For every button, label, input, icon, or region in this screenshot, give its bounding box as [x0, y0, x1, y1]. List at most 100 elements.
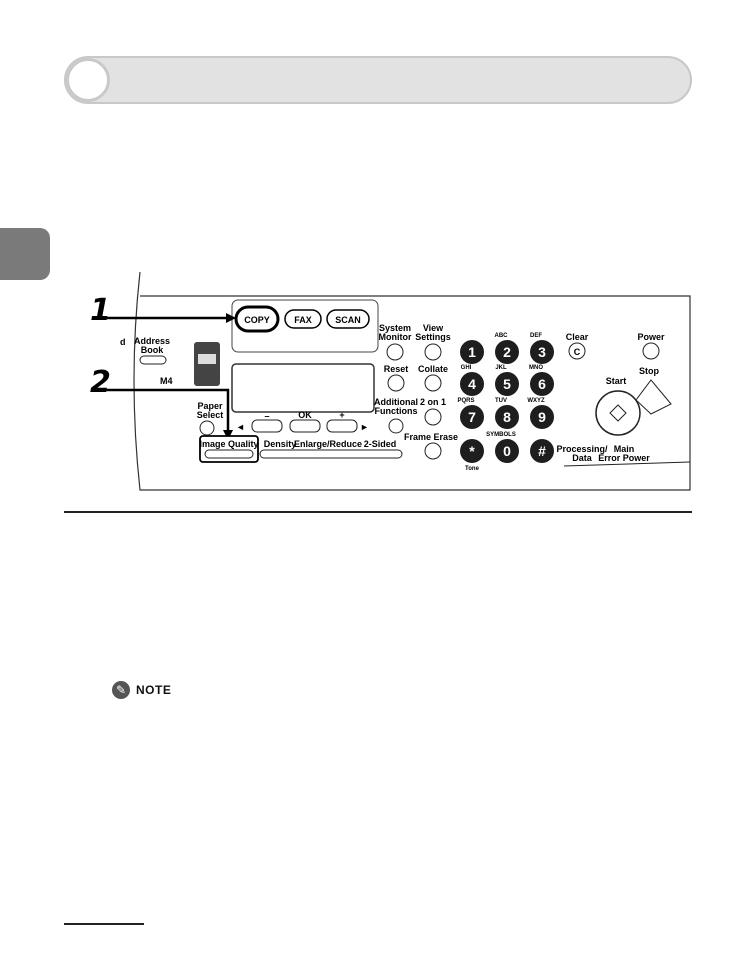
fax-button: FAX	[294, 315, 312, 325]
keypad-key-6[interactable]	[530, 372, 554, 396]
footer-rule	[64, 923, 144, 925]
keypad-letters: JKL	[495, 365, 507, 371]
keypad-key-#[interactable]	[530, 439, 554, 463]
keypad-digit: 4	[468, 376, 476, 392]
two-sided-label: 2-Sided	[364, 439, 397, 449]
svg-text:Book: Book	[141, 345, 164, 355]
keypad-letters: TUV	[495, 398, 507, 404]
paper-select-button	[199, 420, 215, 436]
keypad-letters: PQRS	[457, 398, 474, 404]
ok-button	[289, 419, 321, 433]
note-callout: ✎ NOTE	[112, 680, 171, 700]
keypad-letters: SYMBOLS	[486, 432, 516, 438]
density-label: Density	[264, 439, 297, 449]
image-quality-label: Image Quality	[199, 439, 258, 449]
keypad-digit: 5	[503, 376, 511, 392]
pencil-icon: ✎	[112, 681, 130, 699]
keypad-key-0[interactable]	[495, 439, 519, 463]
two-on-one-button	[424, 408, 442, 426]
keypad-key-1[interactable]	[460, 340, 484, 364]
note-label: NOTE	[136, 683, 172, 697]
svg-text:Paper: Paper	[197, 401, 223, 411]
svg-text:Processing/: Processing/	[556, 444, 608, 454]
keypad-key-8[interactable]	[495, 405, 519, 429]
reset-label: Reset	[384, 364, 409, 374]
step-2-arrow	[98, 388, 230, 432]
keypad-letters: DEF	[530, 333, 542, 339]
minus-button	[251, 419, 283, 433]
svg-text:Additional: Additional	[374, 397, 418, 407]
partial-label: d	[120, 337, 126, 347]
system-monitor-button	[386, 343, 404, 361]
svg-text:OK: OK	[298, 410, 312, 420]
svg-text:Address: Address	[134, 336, 170, 346]
keypad-digit: 6	[538, 376, 546, 392]
m4-label: M4	[160, 376, 173, 386]
keypad-key-9[interactable]	[530, 405, 554, 429]
collate-button	[424, 374, 442, 392]
nav-left-icon: ◄	[236, 422, 245, 432]
keypad-digit: 8	[503, 409, 511, 425]
nav-right-icon: ►	[360, 422, 369, 432]
scan-button: SCAN	[335, 315, 361, 325]
keypad-key-5[interactable]	[495, 372, 519, 396]
chapter-tab	[0, 228, 50, 280]
keypad-digit: 3	[538, 344, 546, 360]
enlarge-reduce-label: Enlarge/Reduce	[294, 439, 362, 449]
stop-label: Stop	[639, 366, 659, 376]
keypad-key-4[interactable]	[460, 372, 484, 396]
stop-button	[635, 379, 672, 415]
keypad-key-*[interactable]	[460, 439, 484, 463]
keypad-digit: 9	[538, 409, 546, 425]
start-label: Start	[606, 376, 627, 386]
section-heading-bar	[64, 56, 692, 104]
svg-text:Main: Main	[614, 444, 635, 454]
two-on-one-label: 2 on 1	[420, 397, 446, 407]
clear-label: Clear	[566, 332, 589, 342]
section-divider	[64, 511, 692, 513]
svg-text:C: C	[574, 347, 581, 357]
step-2-number: 2	[90, 365, 111, 400]
function-button-bar	[259, 449, 403, 459]
clear-button	[568, 342, 586, 360]
keypad-letters: GHI	[461, 365, 472, 371]
lcd-display	[231, 363, 375, 413]
svg-text:Data: Data	[572, 453, 593, 463]
image-quality-button	[204, 449, 254, 459]
keypad-letters: Tone	[465, 466, 480, 472]
start-button	[595, 390, 641, 436]
svg-text:Functions: Functions	[375, 406, 418, 416]
svg-text:View: View	[423, 323, 444, 333]
keypad-key-7[interactable]	[460, 405, 484, 429]
keypad-letters: WXYZ	[527, 398, 545, 404]
svg-text:–: –	[264, 411, 269, 421]
keypad-letters: MNO	[529, 365, 543, 371]
svg-text:Error Power: Error Power	[598, 453, 650, 463]
keypad-digit: *	[469, 443, 475, 459]
keypad-key-2[interactable]	[495, 340, 519, 364]
keypad-key-3[interactable]	[530, 340, 554, 364]
view-settings-button	[424, 343, 442, 361]
keypad-letters: ABC	[495, 333, 509, 339]
keypad-digit: #	[538, 443, 546, 459]
address-book-button	[139, 355, 167, 365]
power-button	[642, 342, 660, 360]
additional-functions-button	[388, 418, 404, 434]
svg-text:Monitor: Monitor	[379, 332, 412, 342]
keypad-digit: 1	[468, 344, 476, 360]
svg-text:Select: Select	[197, 410, 224, 420]
keypad-digit: 0	[503, 443, 511, 459]
section-heading-circle	[66, 58, 110, 102]
copy-button: COPY	[244, 315, 270, 325]
collate-label: Collate	[418, 364, 448, 374]
power-label: Power	[637, 332, 665, 342]
reset-button	[387, 374, 405, 392]
frame-erase-label: Frame Erase	[404, 432, 458, 442]
svg-text:Settings: Settings	[415, 332, 451, 342]
step-1-number: 1	[90, 293, 111, 328]
frame-erase-button	[424, 442, 442, 460]
svg-text:System: System	[379, 323, 411, 333]
keypad-digit: 2	[503, 344, 511, 360]
